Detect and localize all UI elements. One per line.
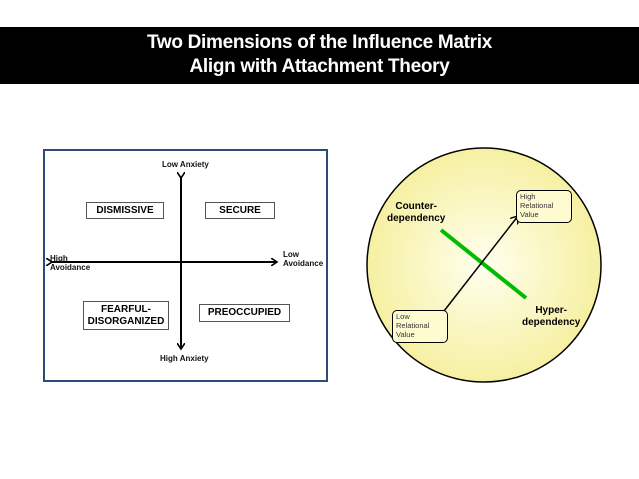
- quadrant-fearful-disorganized: FEARFUL- DISORGANIZED: [83, 301, 169, 330]
- title-line-1: Two Dimensions of the Influence Matrix: [146, 32, 493, 53]
- quadrant-preoccupied: PREOCCUPIED: [199, 304, 290, 322]
- low-rv-line1: Low: [396, 312, 410, 321]
- axis-label-high-avoidance-line2: Avoidance: [50, 263, 91, 272]
- relational-value-arrow: [444, 216, 518, 311]
- hyper-line1: Hyper-: [535, 305, 568, 316]
- low-relational-value-box: Low Relational Value: [392, 310, 448, 343]
- high-relational-value-box: High Relational Value: [516, 190, 572, 223]
- circle-graphic: [366, 147, 602, 383]
- low-rv-line2: Relational: [396, 321, 430, 330]
- axis-label-low-avoidance-line2: Avoidance: [283, 259, 324, 268]
- axis-label-low-avoidance-line1: Low: [283, 250, 299, 259]
- high-rv-line3: Value: [520, 210, 539, 219]
- high-rv-line2: Relational: [520, 201, 554, 210]
- counter-line2: dependency: [387, 213, 446, 224]
- quadrant-fearful-line2: DISORGANIZED: [87, 316, 165, 327]
- title-line-2: Align with Attachment Theory: [189, 56, 450, 77]
- axis-label-high-anxiety: High Anxiety: [160, 354, 209, 363]
- title-bar: Two Dimensions of the Influence Matrix A…: [0, 27, 639, 84]
- attachment-matrix: Low Anxiety High Anxiety High Avoidance …: [43, 149, 328, 382]
- low-rv-line3: Value: [396, 330, 415, 339]
- counter-line1: Counter-: [395, 201, 438, 212]
- axis-label-low-avoidance: Low Avoidance: [283, 250, 323, 268]
- counter-dependency-label: Counter- dependency: [387, 201, 445, 225]
- dependency-circle: Counter- dependency Hyper- dependency Hi…: [364, 146, 604, 386]
- quadrant-fearful-line1: FEARFUL-: [101, 304, 151, 315]
- high-rv-line1: High: [520, 192, 536, 201]
- matrix-axes: [45, 151, 330, 384]
- quadrant-dismissive: DISMISSIVE: [86, 202, 164, 219]
- hyper-dependency-label: Hyper- dependency: [522, 305, 580, 329]
- axis-label-low-anxiety: Low Anxiety: [162, 160, 209, 169]
- quadrant-secure: SECURE: [205, 202, 275, 219]
- hyper-line2: dependency: [522, 317, 581, 328]
- axis-label-high-avoidance-line1: High: [50, 254, 68, 263]
- axis-label-high-avoidance: High Avoidance: [50, 254, 90, 272]
